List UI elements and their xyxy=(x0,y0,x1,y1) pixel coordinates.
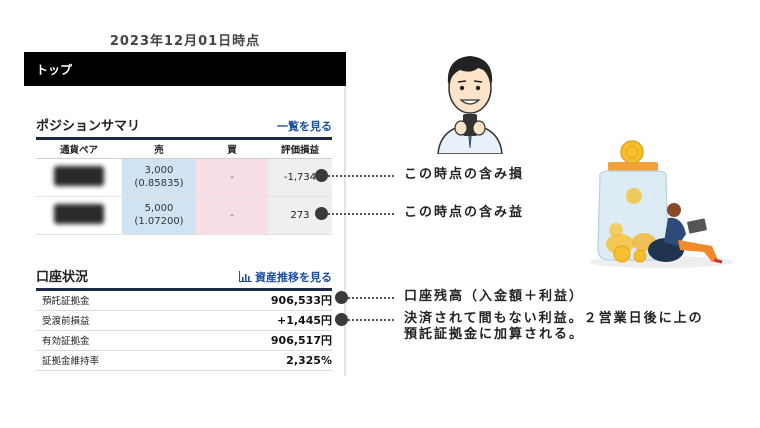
sell-rate: (0.85835) xyxy=(134,178,184,189)
col-sell: 売 xyxy=(122,140,196,159)
section-rule xyxy=(36,287,332,291)
account-panel: トップ ポジションサマリ 一覧を見る 通貨ペア 売 買 評価損益 3,000 (… xyxy=(24,52,346,378)
callout-unrealized-gain: この時点の含み益 xyxy=(404,205,525,220)
callout-dot-balance xyxy=(335,291,348,304)
position-summary-header: ポジションサマリ 一覧を見る xyxy=(24,114,346,134)
account-row-label: 預託証拠金 xyxy=(42,296,90,307)
redacted-block xyxy=(54,165,104,186)
callout-line-gain xyxy=(328,213,394,215)
table-row[interactable]: 5,000 (1.07200) - 273 xyxy=(36,196,332,235)
account-row-value: 906,517円 xyxy=(270,334,332,347)
redacted-block xyxy=(54,203,104,224)
callout-account-balance: 口座残高（入金額＋利益） xyxy=(404,289,585,304)
currency-pair-redacted xyxy=(36,196,122,235)
account-row-margin-ratio: 証拠金維持率 2,325% xyxy=(36,351,332,371)
account-status-header: 口座状況 資産推移を見る xyxy=(24,265,346,285)
sell-rate: (1.07200) xyxy=(134,216,184,227)
callout-unrealized-loss: この時点の含み損 xyxy=(404,167,525,182)
col-currency-pair: 通貨ペア xyxy=(36,140,122,159)
currency-pair-redacted xyxy=(36,158,122,197)
asset-history-label: 資産推移を見る xyxy=(255,270,332,284)
buy-cell: - xyxy=(196,196,268,235)
callout-unsettled-profit: 決済されて間もない利益。２営業日後に上の 預託証拠金に加算される。 xyxy=(404,311,704,343)
coin-jar-illustration xyxy=(589,140,733,268)
panel-shadow xyxy=(344,86,347,376)
account-row-unsettled-pl: 受渡前損益 +1,445円 xyxy=(36,311,332,331)
table-header-row: 通貨ペア 売 買 評価損益 xyxy=(36,140,332,159)
account-row-label: 証拠金維持率 xyxy=(42,356,100,367)
account-row-value: +1,445円 xyxy=(276,314,332,327)
callout-line-balance xyxy=(348,297,394,299)
account-row-value: 2,325% xyxy=(286,353,332,367)
account-row-value: 906,533円 xyxy=(270,294,332,307)
table-row[interactable]: 3,000 (0.85835) - -1,734 xyxy=(36,158,332,197)
account-row-deposit-margin: 預託証拠金 906,533円 xyxy=(36,291,332,311)
position-summary-title: ポジションサマリ xyxy=(36,119,141,134)
bar-chart-icon xyxy=(239,271,252,282)
sell-cell: 3,000 (0.85835) xyxy=(122,158,196,197)
col-buy: 買 xyxy=(196,140,268,159)
account-row-effective-margin: 有効証拠金 906,517円 xyxy=(36,331,332,351)
man-with-phone-illustration xyxy=(437,56,503,154)
view-list-link[interactable]: 一覧を見る xyxy=(277,120,332,133)
col-pl: 評価損益 xyxy=(268,140,332,159)
sell-amount: 5,000 xyxy=(144,203,174,214)
topbar[interactable]: トップ xyxy=(24,52,346,86)
callout-dot-gain xyxy=(315,207,328,220)
callout-line-loss xyxy=(328,175,394,177)
sell-amount: 3,000 xyxy=(144,165,174,176)
callout-unsettled-line1: 決済されて間もない利益。２営業日後に上の xyxy=(404,311,704,326)
account-status-title: 口座状況 xyxy=(36,269,89,285)
topbar-title: トップ xyxy=(36,62,73,77)
sell-cell: 5,000 (1.07200) xyxy=(122,196,196,235)
callout-dot-loss xyxy=(315,169,328,182)
asset-history-link[interactable]: 資産推移を見る xyxy=(239,269,332,285)
callout-dot-unsettled xyxy=(335,313,348,326)
callout-line-unsettled xyxy=(348,319,394,321)
date-label: 2023年12月01日時点 xyxy=(109,34,261,49)
callout-unsettled-line2: 預託証拠金に加算される。 xyxy=(404,327,585,342)
account-row-label: 有効証拠金 xyxy=(42,336,90,347)
section-rule xyxy=(36,137,332,140)
buy-cell: - xyxy=(196,158,268,197)
position-table: 通貨ペア 売 買 評価損益 3,000 (0.85835) - -1,734 5… xyxy=(36,140,332,235)
account-row-label: 受渡前損益 xyxy=(42,316,90,327)
